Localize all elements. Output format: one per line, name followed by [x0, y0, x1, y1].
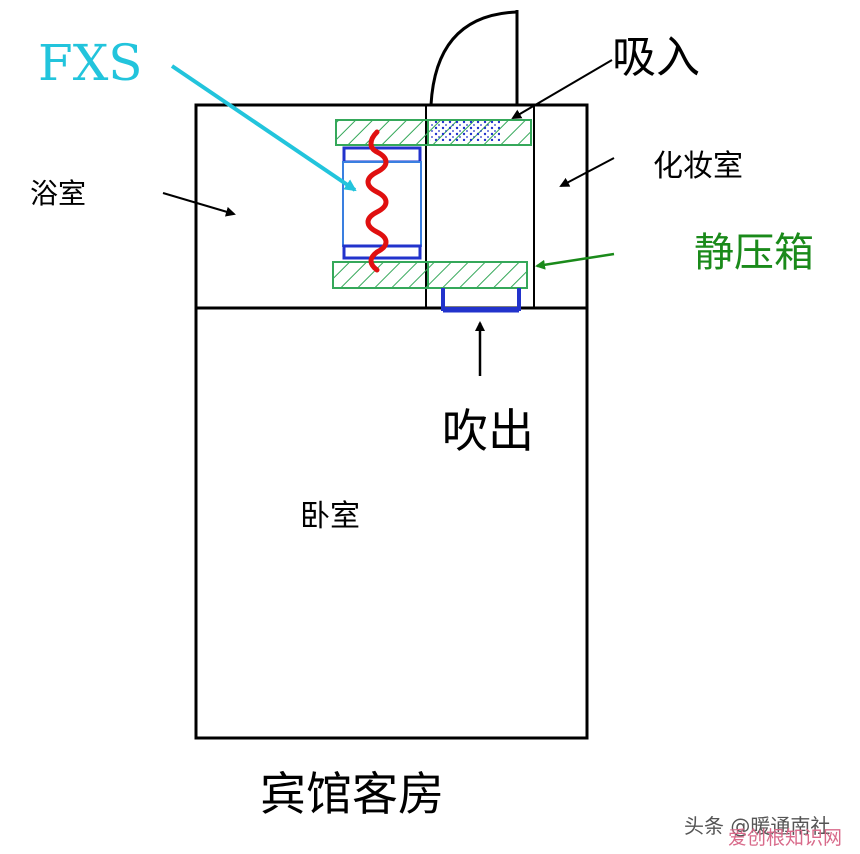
- top-duct-left: [335, 119, 429, 146]
- dressing-room-arrow: [559, 157, 615, 187]
- fxs-label: FXS: [38, 34, 143, 92]
- plenum-arrow: [535, 252, 615, 270]
- fxs-unit-body: [342, 161, 422, 247]
- heating-coil: [365, 129, 389, 273]
- caption-label: 宾馆客房: [260, 767, 444, 821]
- fxs-arrow: [170, 64, 357, 192]
- plenum-box-label: 静压箱: [694, 230, 814, 276]
- dressing-room-label: 化妆室: [653, 149, 743, 184]
- bedroom-label: 卧室: [300, 499, 360, 534]
- bottom-duct-right: [427, 261, 528, 289]
- bathroom-label: 浴室: [30, 177, 86, 210]
- room-outline: [194, 103, 589, 740]
- watermark-label: 头条 @暖通南社: [684, 814, 830, 838]
- intake-arrow: [511, 59, 613, 120]
- intake-label: 吸入: [612, 32, 700, 83]
- bottom-duct-left: [332, 261, 429, 289]
- intake-grille: [430, 121, 500, 141]
- door-swing-arc: [429, 10, 518, 106]
- supply-outlet: [441, 288, 521, 311]
- watermark-overlay-label: 爱创根知识网: [728, 827, 842, 849]
- bathroom-arrow: [162, 192, 236, 217]
- outlet-label: 吹出: [442, 404, 534, 458]
